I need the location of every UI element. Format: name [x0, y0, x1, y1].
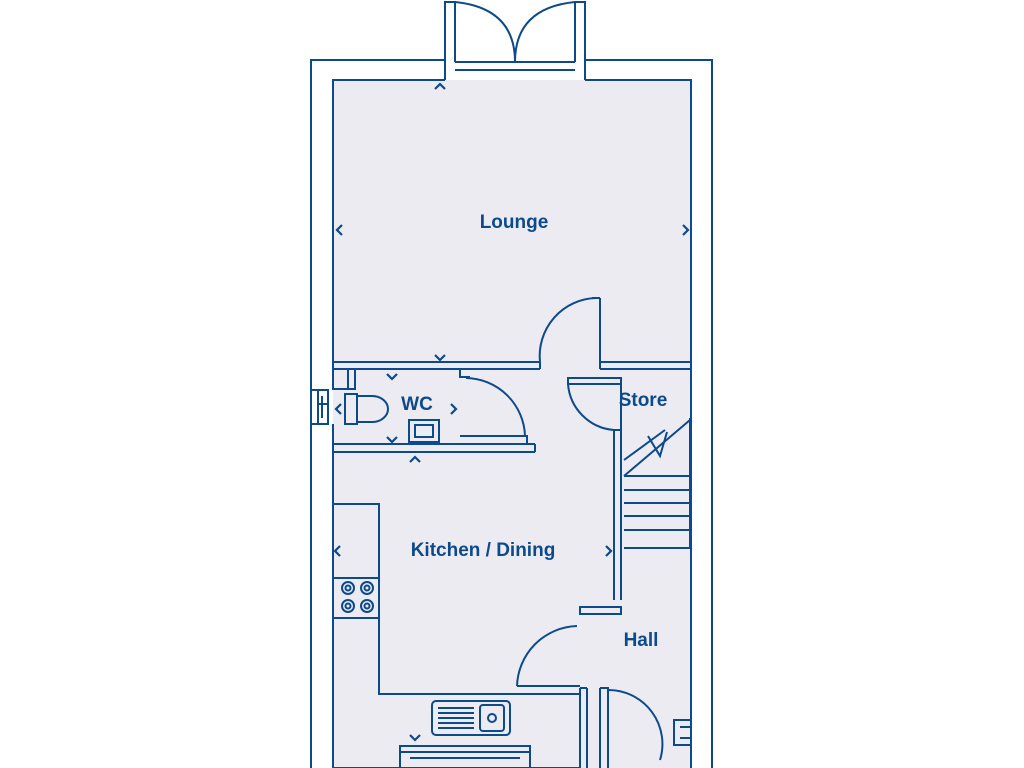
kitchen-worktop — [333, 503, 580, 695]
hall-partition — [579, 606, 622, 768]
room-label-hall: Hall — [624, 630, 659, 651]
door-swing-icon — [538, 297, 597, 363]
outer-wall — [310, 59, 713, 768]
door-swing-icon — [465, 377, 526, 437]
toilet-icon — [344, 393, 389, 425]
room-label-lounge: Lounge — [480, 212, 549, 233]
lounge-partition — [333, 297, 691, 370]
wc-walls — [333, 368, 536, 453]
window-icon — [311, 389, 329, 425]
french-doors-icon — [444, 1, 586, 71]
floor-area — [333, 80, 691, 768]
dimension-arrow-icon — [333, 82, 690, 742]
store-walls — [567, 377, 622, 600]
door-swing-icon — [516, 625, 580, 687]
sink-icon — [431, 700, 511, 736]
staircase-icon — [623, 418, 691, 549]
window-icon — [399, 745, 531, 768]
room-label-kitchen-dining: Kitchen / Dining — [411, 540, 556, 561]
basin-icon — [408, 419, 440, 443]
room-label-wc: WC — [401, 394, 433, 415]
hob-icon — [341, 581, 374, 613]
door-swing-icon — [567, 383, 615, 431]
front-door — [599, 687, 692, 768]
room-label-store: Store — [619, 390, 668, 411]
